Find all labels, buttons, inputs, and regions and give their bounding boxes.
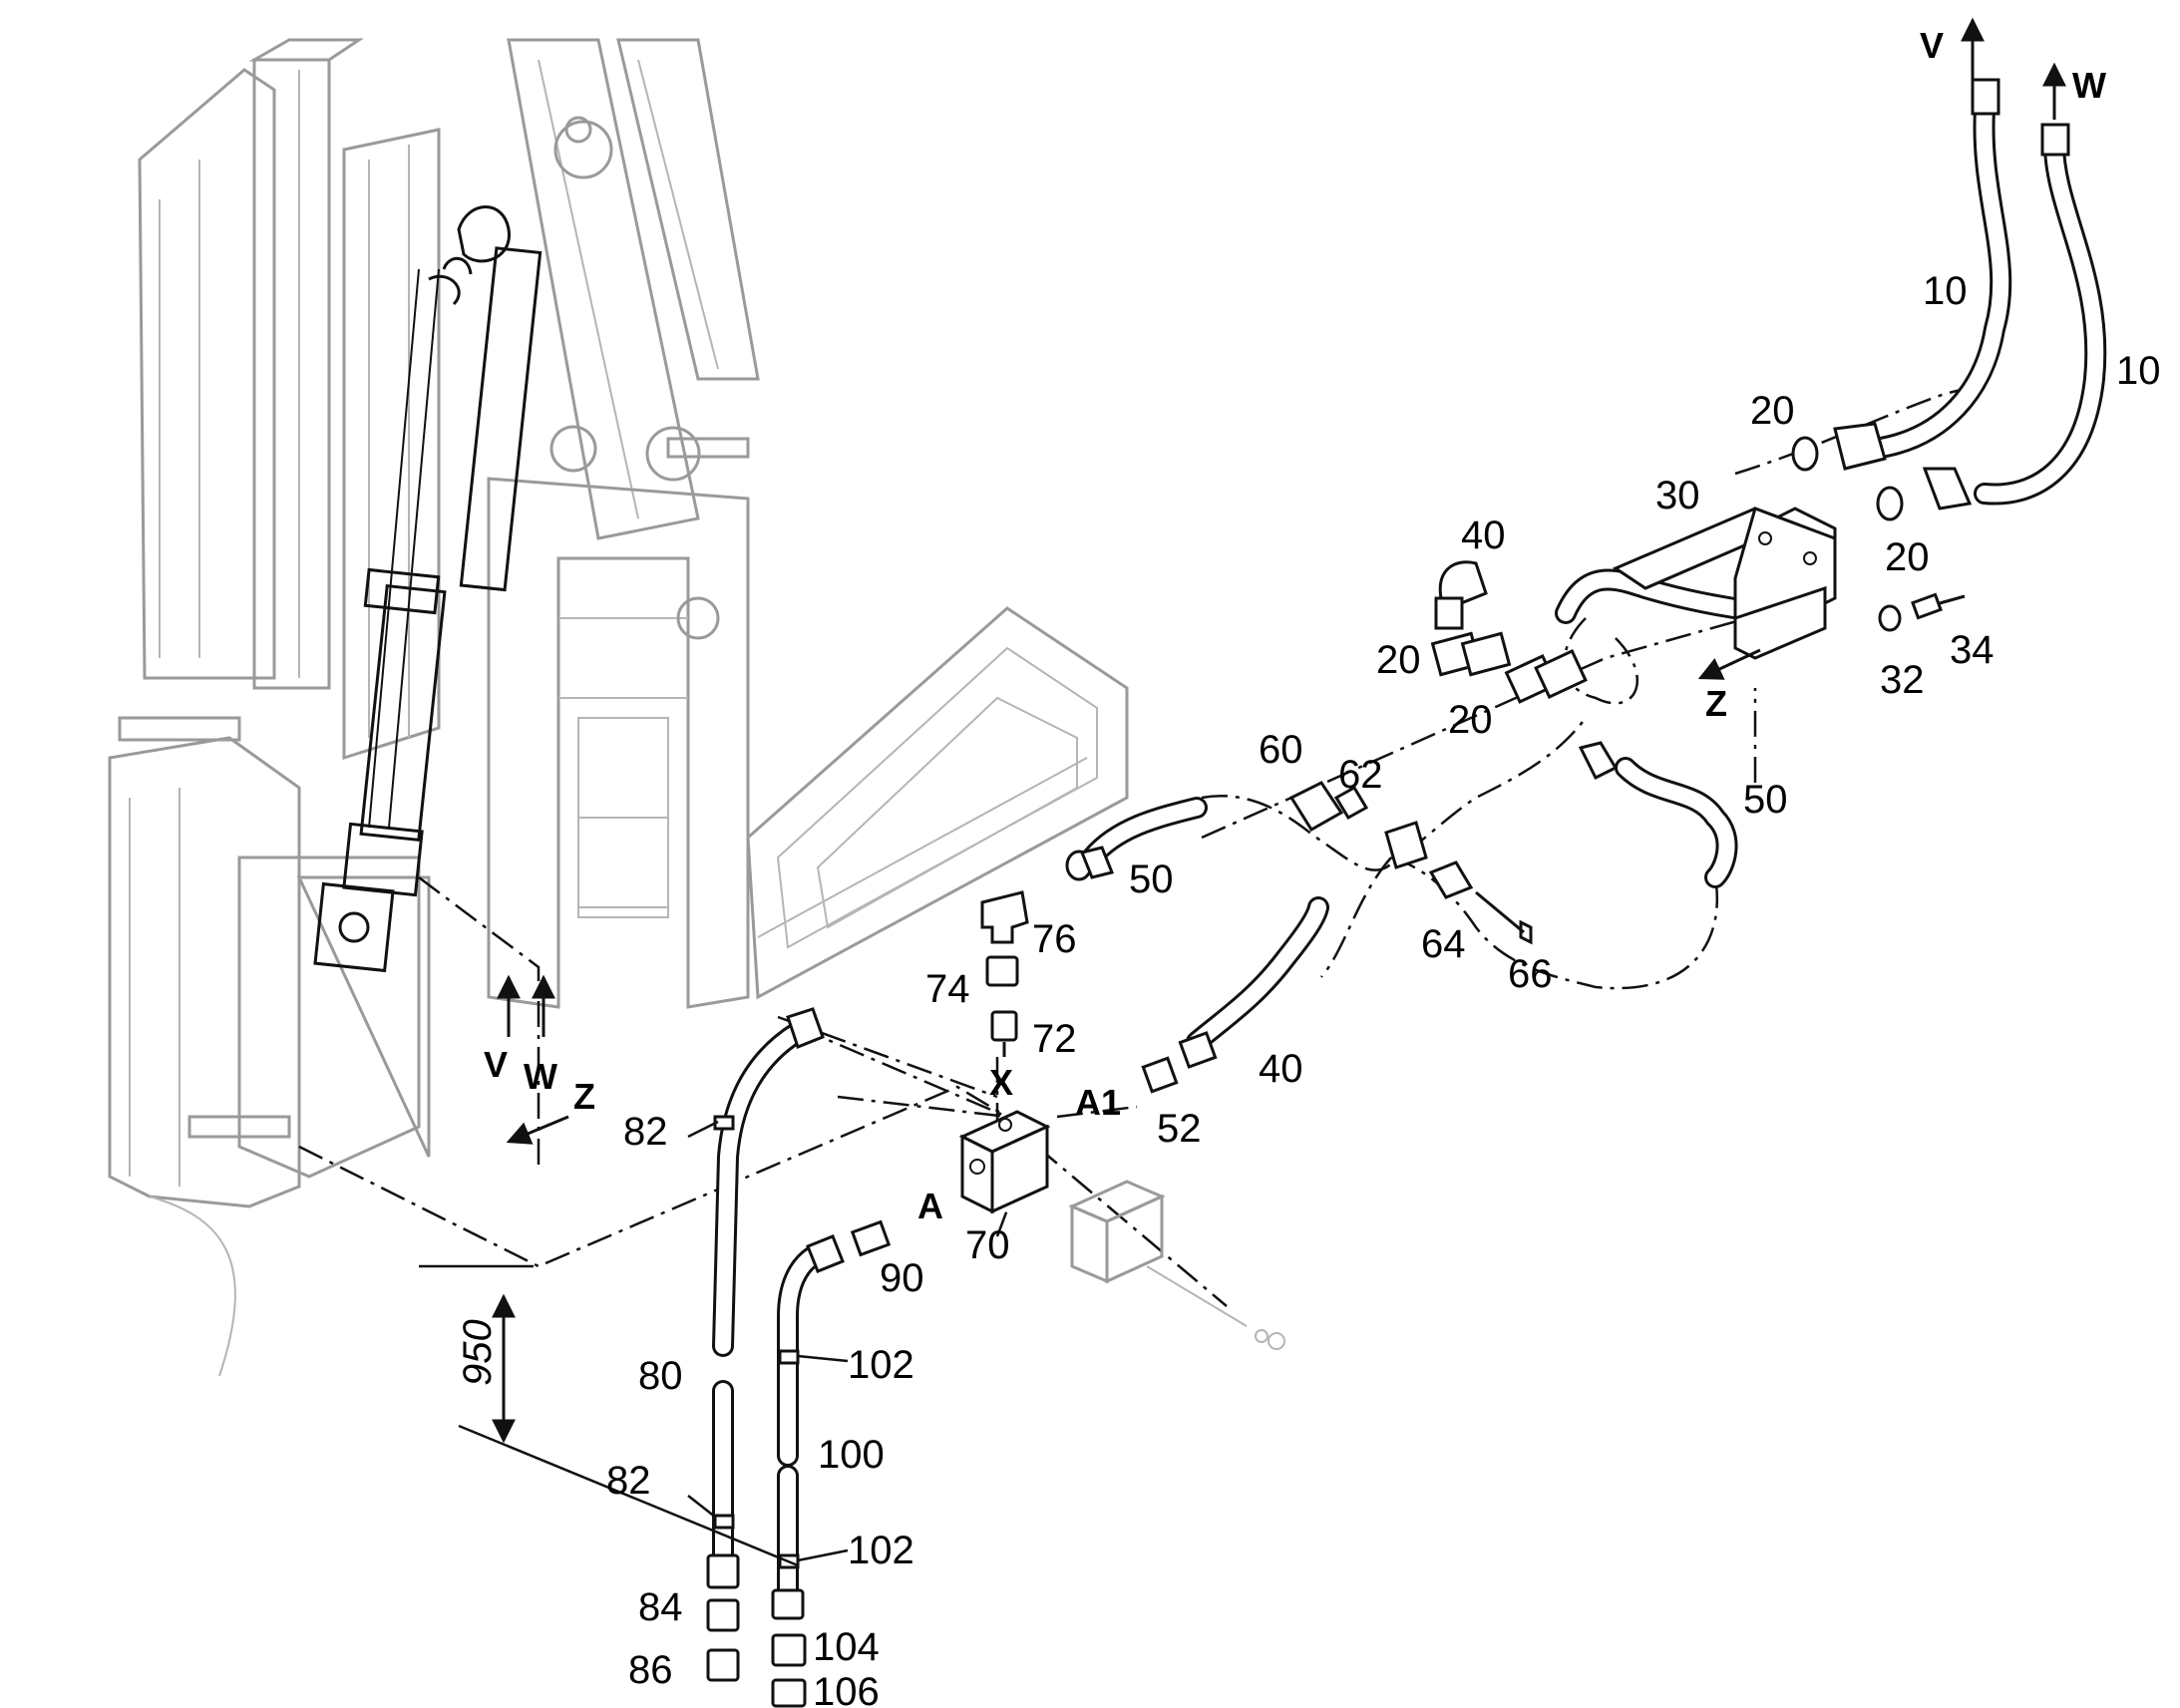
arrow-w-left-label: W (524, 1056, 557, 1097)
label-62: 62 (1338, 753, 1383, 797)
port-a-label: A (917, 1186, 943, 1226)
label-40b: 40 (1259, 1047, 1303, 1091)
label-80: 80 (638, 1354, 683, 1398)
label-102a: 102 (848, 1343, 914, 1387)
dimension-950-label: 950 (456, 1319, 500, 1386)
machine-frame (108, 38, 1129, 1377)
arrow-z-left-label: Z (573, 1076, 595, 1117)
label-90: 90 (880, 1256, 924, 1300)
label-50a: 50 (1743, 778, 1788, 822)
label-30: 30 (1655, 474, 1700, 517)
leader-lines (687, 1120, 849, 1562)
label-104: 104 (813, 1625, 880, 1669)
boom-cylinder (313, 205, 543, 973)
label-76: 76 (1032, 917, 1077, 961)
arrow-labels: V W Z V W Z (484, 25, 2106, 1117)
label-86: 86 (628, 1648, 673, 1692)
label-20a: 20 (1750, 389, 1795, 433)
label-40a: 40 (1461, 513, 1506, 557)
label-102b: 102 (848, 1529, 914, 1572)
dimension-950 (419, 1264, 799, 1567)
label-74: 74 (925, 967, 970, 1011)
fittings (706, 78, 2070, 1708)
direction-arrows (497, 17, 2066, 1145)
port-x-label: X (989, 1062, 1013, 1103)
label-106: 106 (813, 1670, 880, 1708)
label-60: 60 (1259, 728, 1303, 772)
label-100: 100 (818, 1433, 885, 1477)
arrow-w-top-label: W (2072, 65, 2106, 106)
label-34: 34 (1950, 628, 1995, 672)
label-10a: 10 (1923, 269, 1968, 313)
label-50b: 50 (1129, 857, 1174, 901)
label-20b: 20 (1885, 535, 1930, 579)
label-82a: 82 (623, 1110, 668, 1154)
arrow-v-left-label: V (484, 1044, 508, 1085)
label-72: 72 (1032, 1017, 1077, 1061)
port-labels: A A1 X (917, 1062, 1121, 1226)
port-a1-label: A1 (1075, 1082, 1121, 1123)
label-52: 52 (1157, 1107, 1202, 1151)
label-66: 66 (1508, 952, 1553, 996)
label-84: 84 (638, 1585, 683, 1629)
label-64: 64 (1421, 922, 1466, 966)
label-32: 32 (1880, 658, 1925, 702)
label-70: 70 (965, 1223, 1010, 1267)
label-20d: 20 (1448, 698, 1493, 742)
part-labels: 10 10 20 20 20 20 30 32 34 40 40 50 50 5… (606, 269, 2161, 1708)
label-10b: 10 (2116, 349, 2161, 393)
arrow-v-top-label: V (1920, 25, 1944, 66)
label-82b: 82 (606, 1459, 651, 1503)
label-20c: 20 (1376, 638, 1421, 682)
arrow-z-right-label: Z (1705, 683, 1727, 724)
